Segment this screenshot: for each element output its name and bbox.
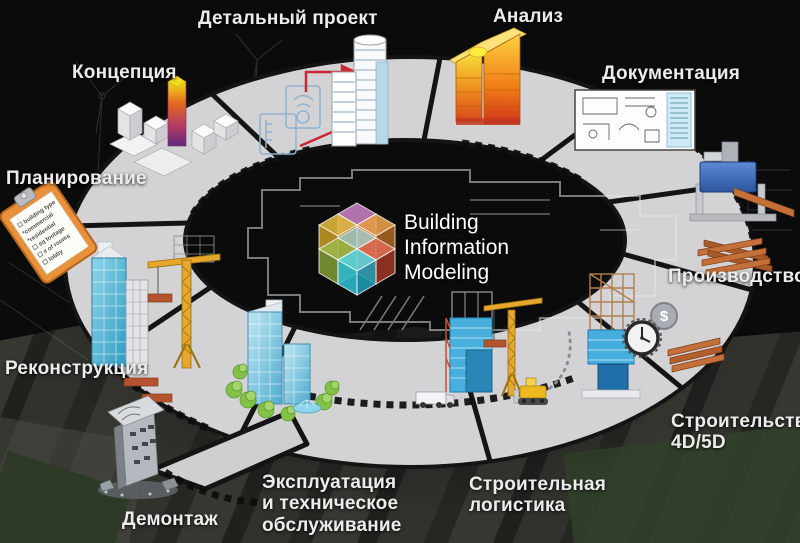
label-construction: Строительство 4D/5D	[671, 411, 800, 454]
label-reconstruction: Реконструкция	[5, 358, 149, 379]
bim-logo-text: Building Information Modeling	[404, 211, 510, 285]
truck	[415, 391, 455, 408]
label-operation: Эксплуатация и техническое обслуживание	[262, 472, 402, 536]
label-logistics: Строительная логистика	[469, 474, 607, 517]
dollar-coin-icon	[650, 302, 678, 330]
construction-clock-dollar-icon: $	[581, 273, 725, 399]
detailed-building-model-icon	[259, 34, 389, 155]
site-crane-bulldozer-icon	[415, 291, 572, 408]
label-documentation: Документация	[602, 63, 741, 84]
label-concept: Концепция	[72, 62, 177, 83]
beam-bundle	[667, 337, 725, 373]
buildings-trees-fountain-icon	[225, 299, 340, 422]
dollar-sign: $	[660, 308, 669, 325]
blueprint-sketches	[259, 85, 321, 155]
demolished-building-icon	[98, 395, 179, 499]
label-production: Производство	[668, 266, 800, 287]
analysis-thermal-building-icon	[449, 27, 527, 125]
clipboard-checklist-icon: ☐ building type *commercial *residential…	[0, 180, 98, 284]
tire-tracks-small	[548, 326, 572, 390]
label-demolition: Демонтаж	[122, 509, 218, 530]
renovation-tower-crane-icon	[90, 235, 221, 403]
cube-teal	[337, 248, 377, 296]
white-tower-model	[331, 34, 389, 147]
floor-plan-sheet-icon	[574, 89, 696, 151]
center-wireframe-building	[247, 169, 677, 331]
trees	[225, 363, 340, 422]
window-debris	[130, 425, 156, 464]
beam-stack	[697, 237, 773, 277]
bim-cube-logo	[318, 202, 396, 296]
label-detailed: Детальный проект	[198, 8, 378, 29]
concept-city-model-icon	[109, 75, 239, 177]
cnc-machine-beams-icon	[689, 141, 795, 277]
label-analysis: Анализ	[493, 6, 564, 27]
tower-crane	[147, 253, 221, 369]
bulldozer	[513, 377, 548, 405]
label-planning: Планирование	[6, 168, 147, 189]
clock-icon	[622, 318, 662, 358]
fountain	[292, 399, 322, 414]
mobile-crane	[483, 297, 543, 397]
